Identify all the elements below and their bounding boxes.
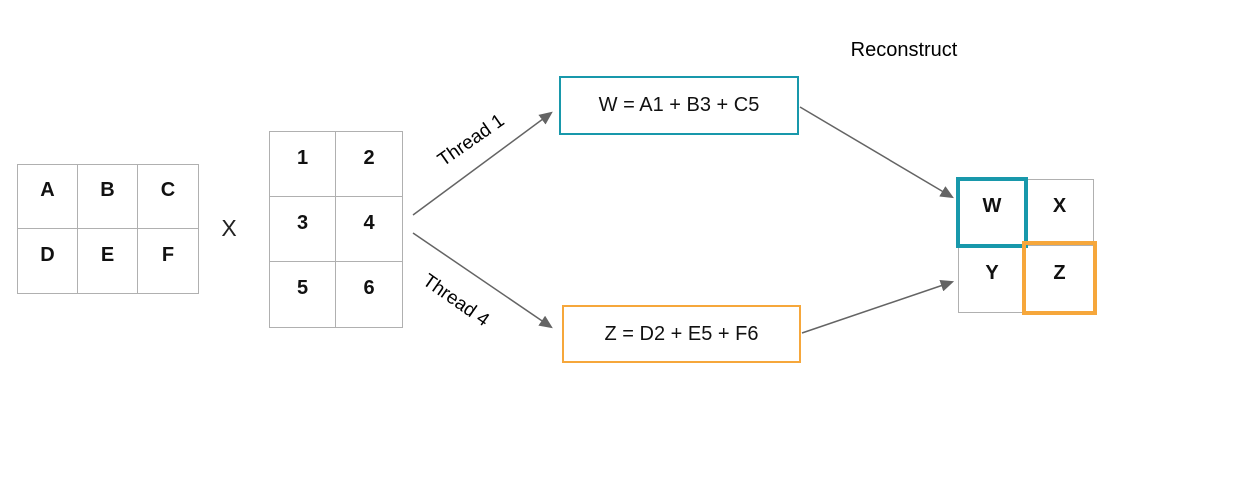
z-equation-text: Z = D2 + E5 + F6 — [604, 322, 759, 345]
result-matrix: W X Y Z — [956, 177, 1097, 315]
matrix-a-cell: A — [18, 165, 78, 229]
matrix-a-cell: E — [78, 229, 138, 293]
matrix-b-cell: 3 — [270, 197, 336, 262]
z-reconstruct-arrow — [801, 279, 955, 334]
result-cell-x: X — [1026, 180, 1093, 246]
w-equation-box: W = A1 + B3 + C5 — [559, 76, 799, 135]
thread-1-label: Thread 1 — [434, 110, 509, 172]
matrix-a-cell: B — [78, 165, 138, 229]
w-equation-text: W = A1 + B3 + C5 — [598, 94, 760, 116]
multiply-sign: X — [221, 215, 237, 241]
z-equation-box: Z = D2 + E5 + F6 — [562, 305, 801, 363]
w-reconstruct-arrow — [799, 106, 954, 199]
reconstruct-label: Reconstruct — [850, 39, 958, 61]
result-cell-w: W — [959, 180, 1026, 246]
matrix-a: A B C D E F — [17, 164, 199, 294]
thread-4-label: Thread 4 — [418, 270, 493, 331]
matrix-a-cell: D — [18, 229, 78, 293]
matrix-b-cell: 4 — [336, 197, 402, 262]
matrix-b-cell: 1 — [270, 132, 336, 197]
matrix-a-cell: F — [161, 243, 175, 266]
matrix-a-cell: C — [138, 165, 198, 229]
matrix-b-cell: 6 — [363, 277, 375, 299]
result-cell-z: Z — [1053, 261, 1066, 284]
matrix-b-cell: 2 — [336, 132, 402, 197]
result-cell-y: Y — [959, 246, 1026, 312]
matrix-b-cell: 5 — [270, 262, 336, 327]
matrix-b: 1 2 3 4 5 6 — [269, 131, 403, 328]
